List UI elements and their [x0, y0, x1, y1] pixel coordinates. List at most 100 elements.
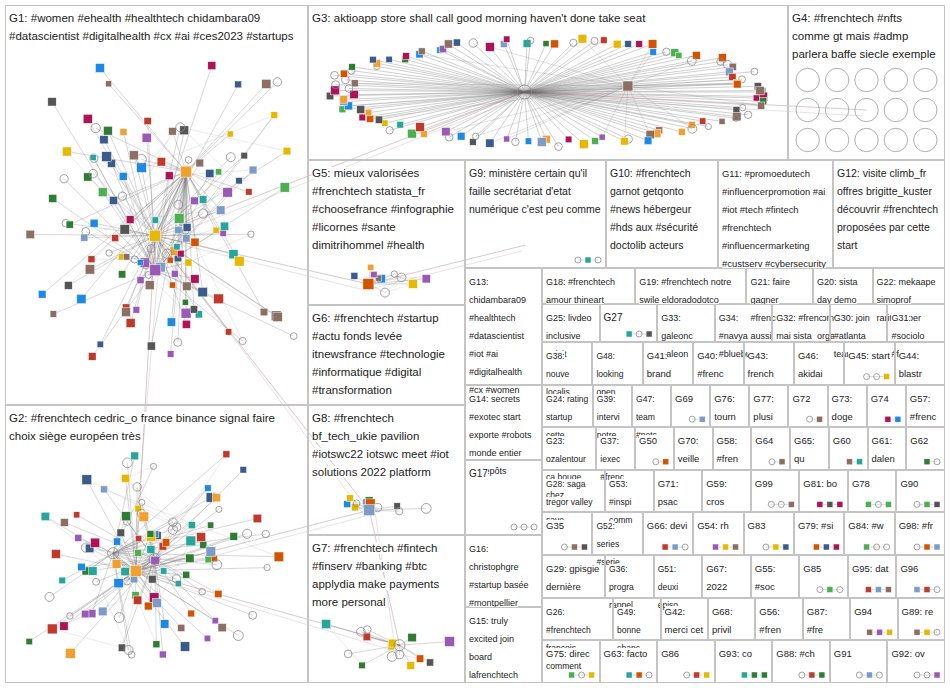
edge-line	[424, 92, 525, 134]
vertex-circle	[688, 124, 697, 133]
vertex-icon	[422, 275, 430, 283]
vertex-icon	[349, 64, 356, 71]
edge-line	[155, 236, 187, 287]
vertex-circle	[682, 544, 688, 550]
vertex-circle	[396, 508, 403, 515]
vertex-icon	[62, 147, 71, 156]
group-label: G98: #fr	[899, 520, 933, 531]
vertex-circle	[825, 68, 848, 91]
vertex-circle	[93, 578, 100, 585]
vertex-circle	[768, 501, 774, 507]
vertex-icon	[751, 672, 757, 678]
vertex-icon	[169, 128, 177, 136]
vertex-circle	[646, 672, 652, 678]
vertex-icon	[273, 312, 282, 321]
vertex-circle	[163, 249, 172, 258]
group-box: G12: visite climb_fr offres brigitte_kus…	[833, 160, 945, 268]
edge-line	[184, 130, 249, 192]
edge-line	[440, 50, 525, 92]
vertex-circle	[934, 629, 940, 635]
vertex-icon	[175, 226, 182, 233]
group-label: G6: #frenchtech #startup #actu fonds lev…	[312, 312, 445, 396]
vertex-icon	[340, 70, 347, 77]
group-label: G75: direc	[546, 648, 590, 659]
vertex-icon	[663, 459, 669, 465]
vertex-icon	[160, 620, 169, 629]
edge-line	[625, 86, 628, 141]
vertex-icon	[180, 642, 189, 651]
vertex-circle	[914, 68, 937, 91]
vertex-circle	[91, 123, 100, 132]
edge-line	[64, 559, 155, 626]
vertex-icon	[662, 544, 668, 550]
group-box: G28: saga tregor valley save	[542, 470, 605, 513]
group-label: G50	[639, 435, 657, 446]
vertex-icon	[699, 416, 705, 422]
vertex-icon	[142, 133, 151, 142]
edge-line	[113, 456, 135, 553]
vertex-icon	[885, 501, 891, 507]
vertex-icon	[98, 607, 107, 616]
group-box: G77: plusi	[749, 385, 788, 428]
vertex-icon	[280, 183, 289, 192]
vertex-icon	[866, 672, 872, 678]
vertex-circle	[391, 271, 397, 277]
vertex-icon	[236, 178, 242, 184]
vertex-icon	[421, 131, 428, 138]
edge-line	[45, 516, 135, 571]
group-label: G16: christophgre #startup basée #montpe…	[469, 544, 529, 608]
vertex-circle	[273, 78, 281, 86]
edge-line	[52, 102, 155, 270]
vertex-circle	[149, 553, 160, 564]
vertex-icon	[359, 114, 366, 121]
edge-line	[87, 480, 136, 571]
vertex-icon	[914, 587, 920, 593]
group-label: G72	[792, 393, 810, 404]
vertex-icon	[216, 206, 225, 215]
vertex-icon	[626, 331, 632, 337]
vertex-icon	[864, 544, 870, 550]
group-box: G98: #fr	[895, 512, 945, 555]
group-box: G4: #frenchtech #nfts comme gt mais #adm…	[788, 5, 945, 160]
group-box: G11: #promoedutech #influencerpromotion …	[718, 160, 833, 268]
vertex-icon	[418, 48, 425, 55]
edge-line	[628, 86, 650, 135]
vertex-icon	[585, 257, 591, 263]
group-label: G62	[910, 435, 928, 446]
group-box: G36: progra rappel	[605, 555, 654, 598]
vertex-circle	[290, 333, 297, 340]
vertex-icon	[783, 544, 789, 550]
group-box: G62	[906, 427, 945, 470]
vertex-icon	[416, 655, 423, 662]
vertex-icon	[262, 79, 271, 88]
vertex-icon	[82, 475, 92, 485]
vertex-circle	[684, 672, 690, 678]
edge-line	[525, 92, 603, 137]
group-label: G52: series #serie	[596, 521, 619, 567]
vertex-icon	[190, 306, 198, 314]
edge-line	[66, 223, 155, 236]
vertex-icon	[364, 505, 375, 516]
vertex-icon	[81, 234, 88, 241]
edge-line	[84, 236, 155, 238]
edge-line	[186, 82, 277, 172]
group-box: G61: dalen	[868, 427, 907, 470]
vertex-icon	[223, 188, 233, 198]
vertex-icon	[672, 544, 678, 550]
vertex-icon	[78, 563, 86, 571]
vertex-icon	[719, 118, 725, 124]
vertex-circle	[518, 85, 532, 99]
vertex-icon	[351, 272, 358, 279]
group-label: G23: ozalentour ça bouge chez	[546, 436, 586, 500]
vertex-icon	[693, 52, 701, 60]
vertex-icon	[204, 635, 210, 641]
vertex-icon	[817, 416, 823, 422]
group-label: G85	[803, 563, 821, 574]
edge-line	[94, 127, 180, 223]
vertex-icon	[363, 279, 374, 290]
group-box: G25: livdeo inclusive #visit	[542, 304, 600, 342]
vertex-icon	[571, 544, 577, 550]
edge-layer	[29, 39, 937, 675]
group-label: G38: nouve localis	[546, 351, 570, 397]
group-label: G55: #soc	[755, 563, 776, 592]
